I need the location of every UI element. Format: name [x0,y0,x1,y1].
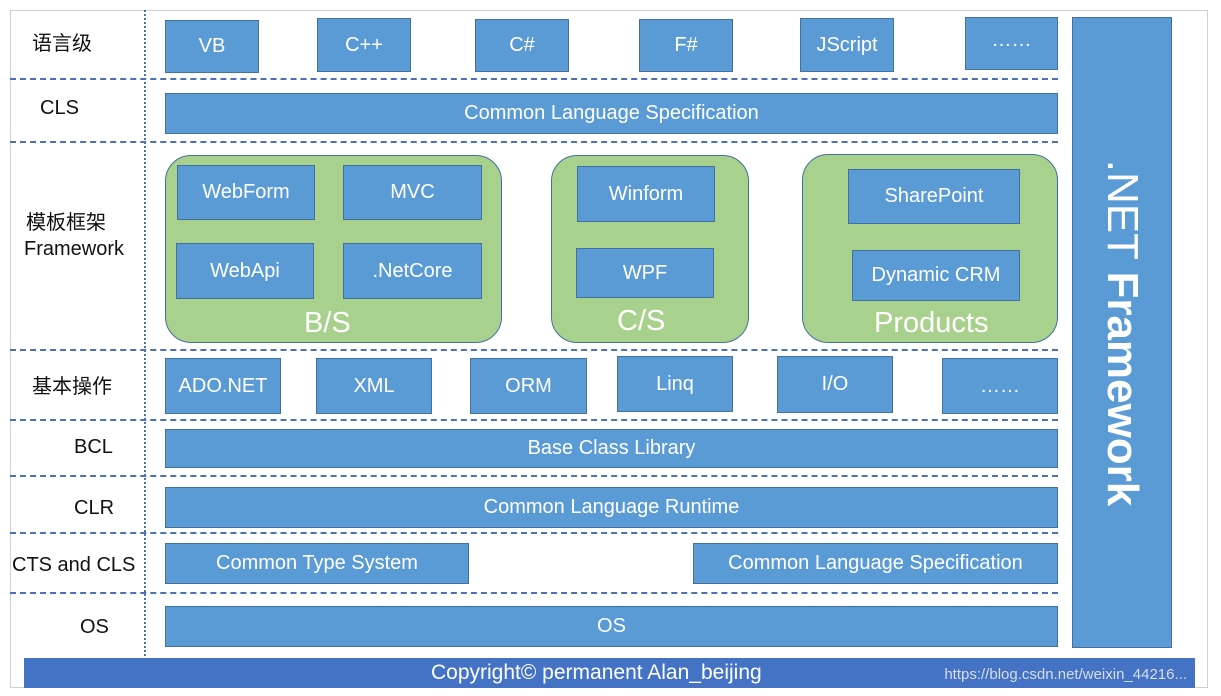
basic-op-box-adonet: ADO.NET [165,358,281,414]
row-divider [10,532,1058,534]
basic-op-box-io: I/O [777,356,893,413]
framework-box-mvc: MVC [343,165,482,220]
framework-box-winform: Winform [577,166,715,222]
group-label-bs: B/S [304,307,351,339]
cls-box: Common Language Specification [165,93,1058,134]
watermark-text: https://blog.csdn.net/weixin_44216... [944,666,1187,683]
row-label-framework-en: Framework [24,238,125,260]
language-box-cpp: C++ [317,18,411,72]
row-label-basic-ops: 基本操作 [32,376,112,398]
group-label-products: Products [874,307,989,339]
language-box-vb: VB [165,20,259,73]
group-label-cs: C/S [617,305,666,337]
framework-box-netcore: .NetCore [343,243,482,299]
row-divider [10,592,1058,594]
row-divider [10,419,1058,421]
language-box-more: …… [965,17,1058,70]
basic-op-box-more: …… [942,358,1058,414]
framework-box-sharepoint: SharePoint [848,169,1020,224]
dotnet-framework-title: .NET Framework [1097,159,1147,505]
framework-box-wpf: WPF [576,248,714,298]
row-label-cls: CLS [40,97,79,119]
row-label-os: OS [80,616,109,638]
row-divider [10,475,1058,477]
basic-op-box-orm: ORM [470,358,587,414]
row-divider [10,349,1058,351]
framework-box-webform: WebForm [177,165,315,220]
column-divider [144,10,146,656]
framework-word: Framework [1098,270,1147,506]
dotnet-framework-bar: .NET Framework [1072,17,1172,648]
row-label-cts-cls: CTS and CLS [12,554,136,576]
row-label-clr: CLR [74,497,115,519]
dotnet-prefix: .NET [1098,159,1147,259]
bcl-box: Base Class Library [165,429,1058,468]
copyright-text: Copyright© permanent Alan_beijing [431,661,762,684]
language-box-fsharp: F# [639,19,733,72]
framework-box-dynamic-crm: Dynamic CRM [852,250,1020,301]
framework-box-webapi: WebApi [176,243,314,299]
row-label-framework: 模板框架 Framework [24,210,125,262]
os-box: OS [165,606,1058,647]
footer-bar: Copyright© permanent Alan_beijing https:… [24,658,1195,688]
row-label-language: 语言级 [32,33,92,55]
language-box-jscript: JScript [800,18,894,72]
basic-op-box-linq: Linq [617,356,733,412]
row-label-bcl: BCL [74,436,113,458]
clr-box: Common Language Runtime [165,487,1058,528]
row-label-framework-cn: 模板框架 [26,212,106,234]
row-divider [10,78,1058,80]
language-box-csharp: C# [475,19,569,72]
cts-box: Common Type System [165,543,469,584]
basic-op-box-xml: XML [316,358,432,414]
cls-spec-box: Common Language Specification [693,543,1058,584]
row-divider [10,141,1058,143]
